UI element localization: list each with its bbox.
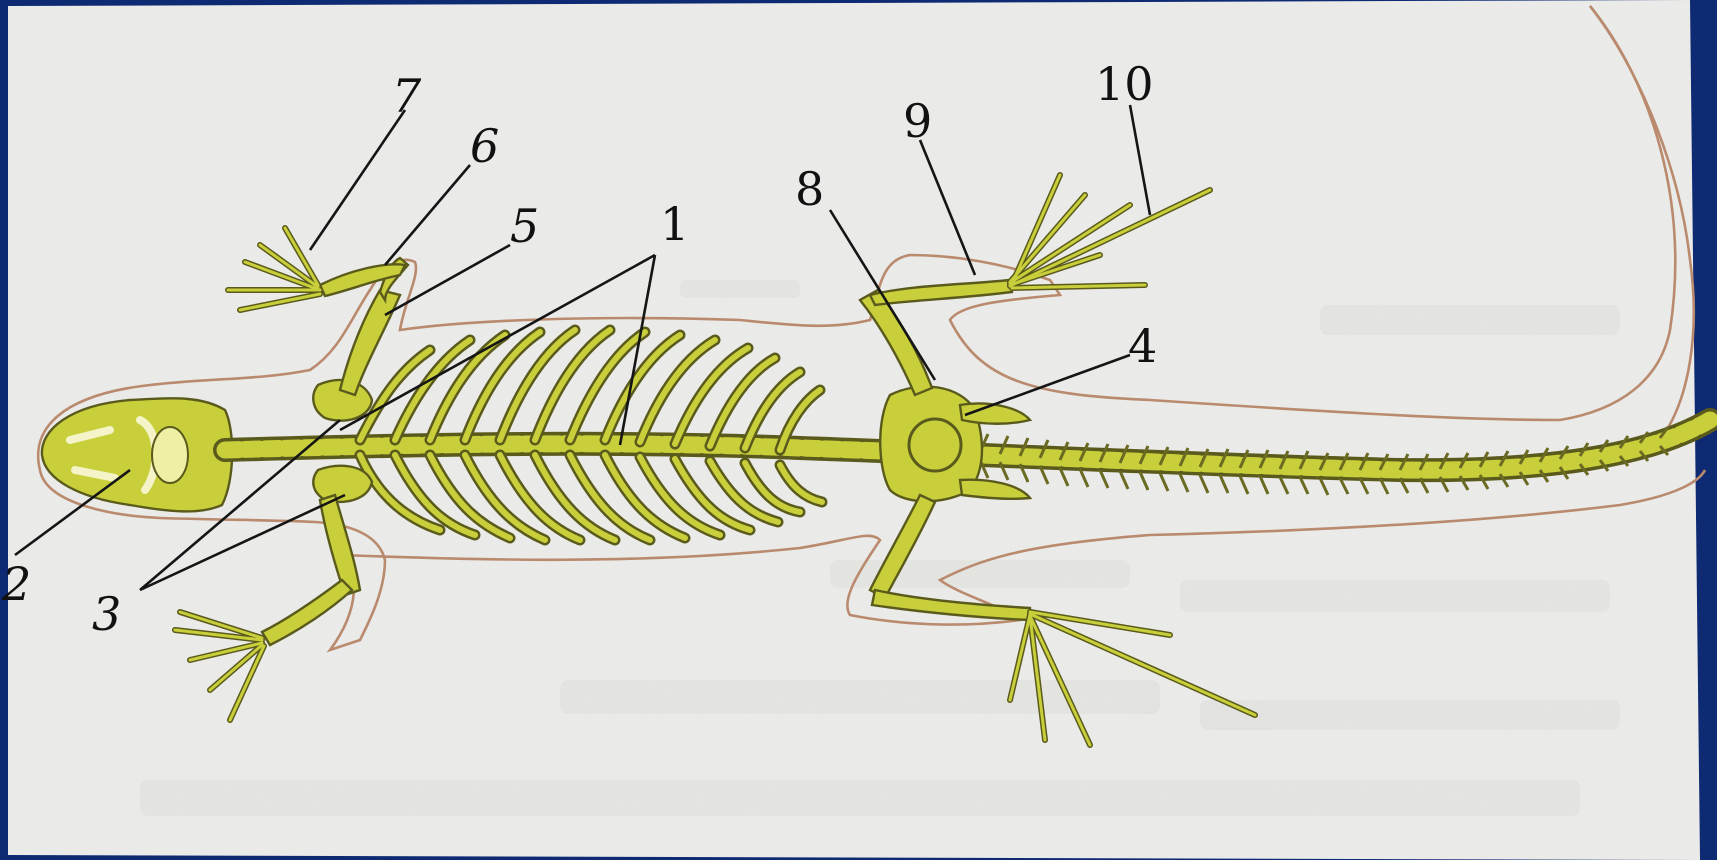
label-2: 2 bbox=[1, 557, 31, 611]
paper-page bbox=[8, 0, 1700, 860]
label-8: 8 bbox=[795, 162, 824, 216]
label-5: 5 bbox=[510, 199, 539, 253]
label-3: 3 bbox=[92, 587, 121, 641]
label-7: 7 bbox=[392, 69, 422, 123]
label-9: 9 bbox=[903, 94, 932, 148]
label-10: 10 bbox=[1095, 57, 1154, 111]
label-4: 4 bbox=[1128, 319, 1157, 373]
label-6: 6 bbox=[470, 119, 499, 173]
label-1: 1 bbox=[660, 197, 689, 251]
